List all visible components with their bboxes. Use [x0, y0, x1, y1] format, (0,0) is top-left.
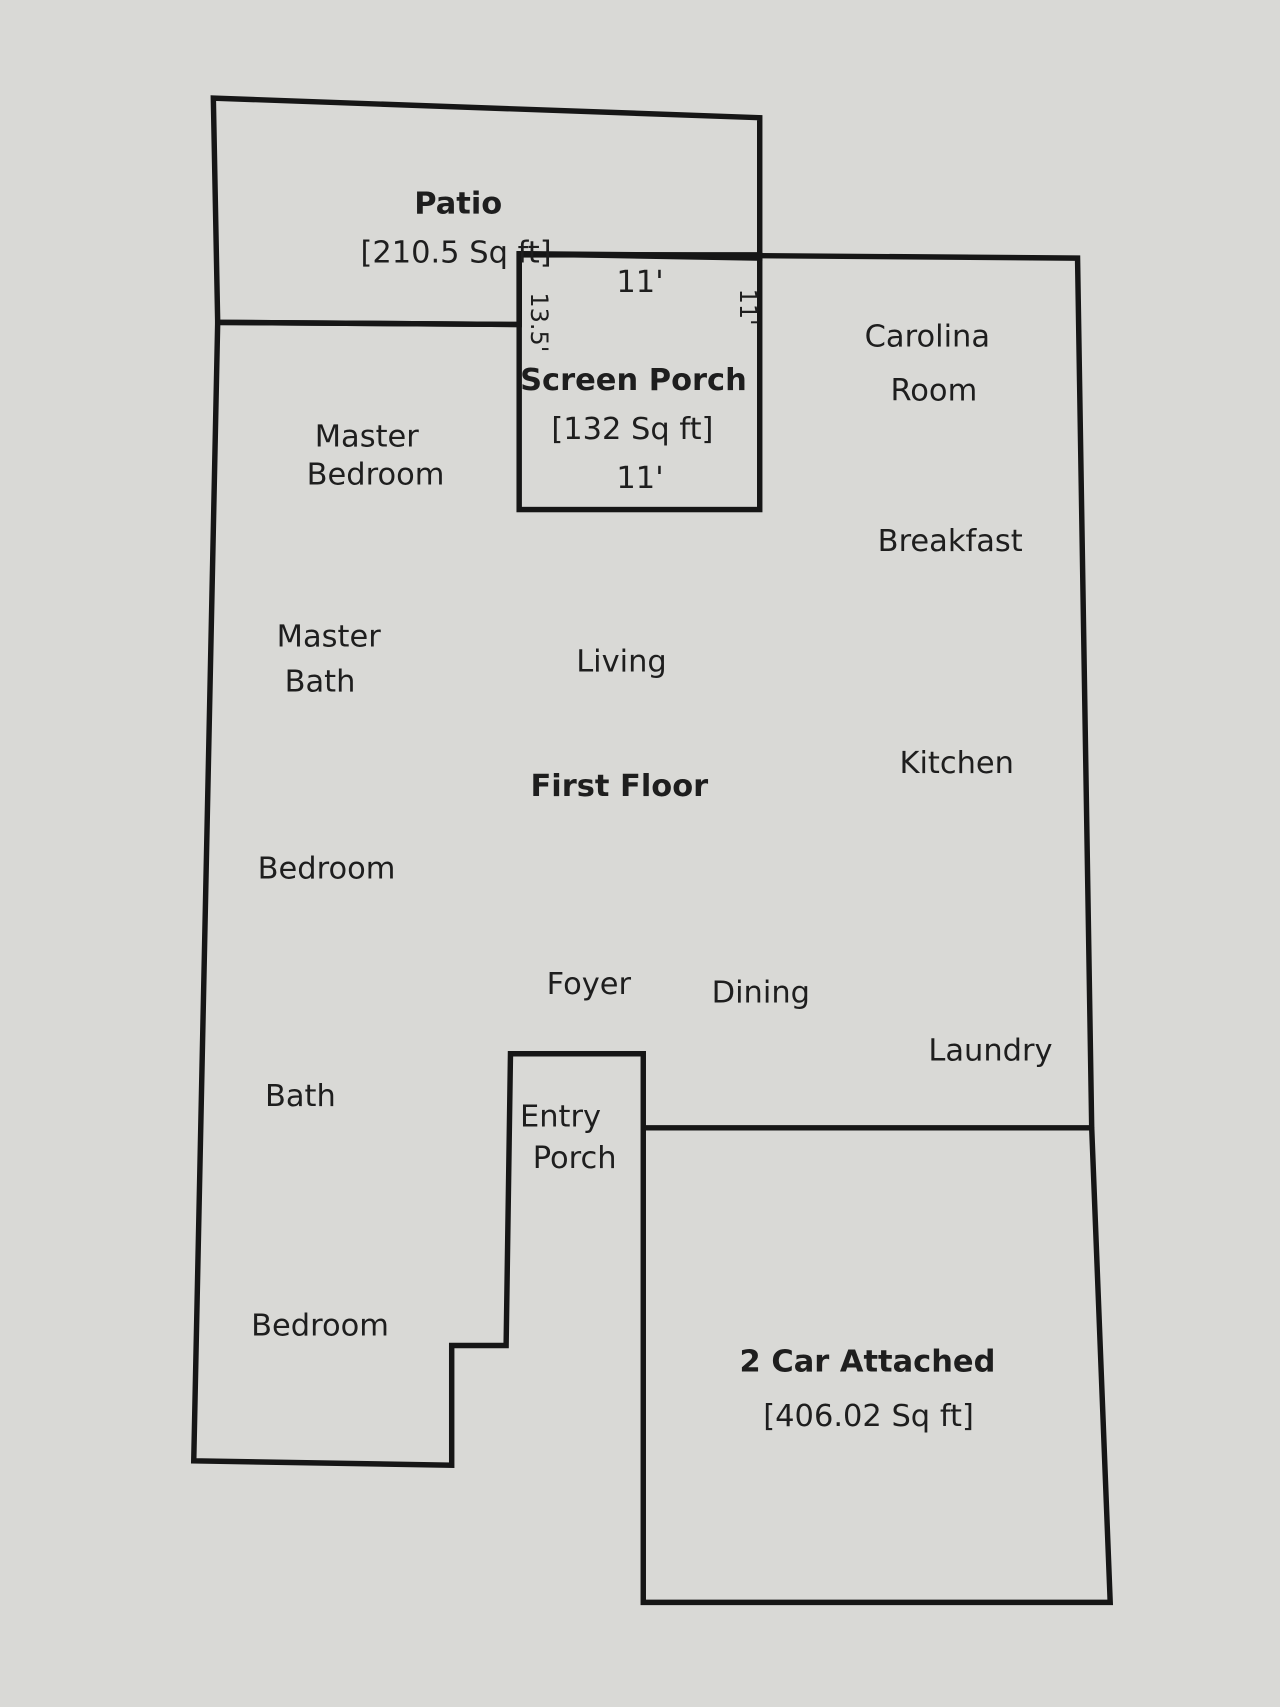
garage-area: [406.02 Sq ft] [763, 1399, 974, 1434]
screen-porch-dim-left: 13.5' [525, 292, 553, 352]
bedroom-label-2: Bedroom [251, 1309, 389, 1344]
screen-porch-area: [132 Sq ft] [551, 412, 713, 447]
dining-label: Dining [712, 976, 810, 1011]
bath-label: Bath [265, 1079, 336, 1114]
master-bedroom-label-1: Master [315, 419, 420, 454]
laundry-label: Laundry [928, 1033, 1052, 1068]
house-outline [190, 251, 1114, 1606]
screen-porch-outline [516, 252, 763, 513]
entry-porch-label-2: Porch [533, 1141, 617, 1176]
master-bedroom-label-2: Bedroom [307, 458, 445, 493]
carolina-room-label-2: Room [890, 374, 977, 409]
kitchen-label: Kitchen [899, 746, 1014, 781]
bedroom-label-1: Bedroom [258, 852, 396, 887]
foyer-label: Foyer [547, 967, 632, 1002]
master-bath-label-2: Bath [285, 664, 356, 699]
master-bath-label-1: Master [277, 620, 382, 655]
screen-porch-dim-bottom: 11' [616, 461, 663, 496]
garage-label: 2 Car Attached [740, 1345, 996, 1380]
living-label: Living [576, 645, 667, 680]
patio-area: [210.5 Sq ft] [360, 235, 551, 270]
screen-porch-dim-top: 11' [616, 265, 663, 300]
breakfast-label: Breakfast [878, 524, 1023, 559]
entry-porch-label-1: Entry [520, 1100, 601, 1135]
screen-porch-dim-right: 11' [734, 289, 762, 326]
carolina-room-label-1: Carolina [865, 319, 990, 354]
screen-porch-label: Screen Porch [520, 363, 747, 398]
first-floor-label: First Floor [530, 769, 708, 804]
patio-label: Patio [414, 187, 502, 222]
